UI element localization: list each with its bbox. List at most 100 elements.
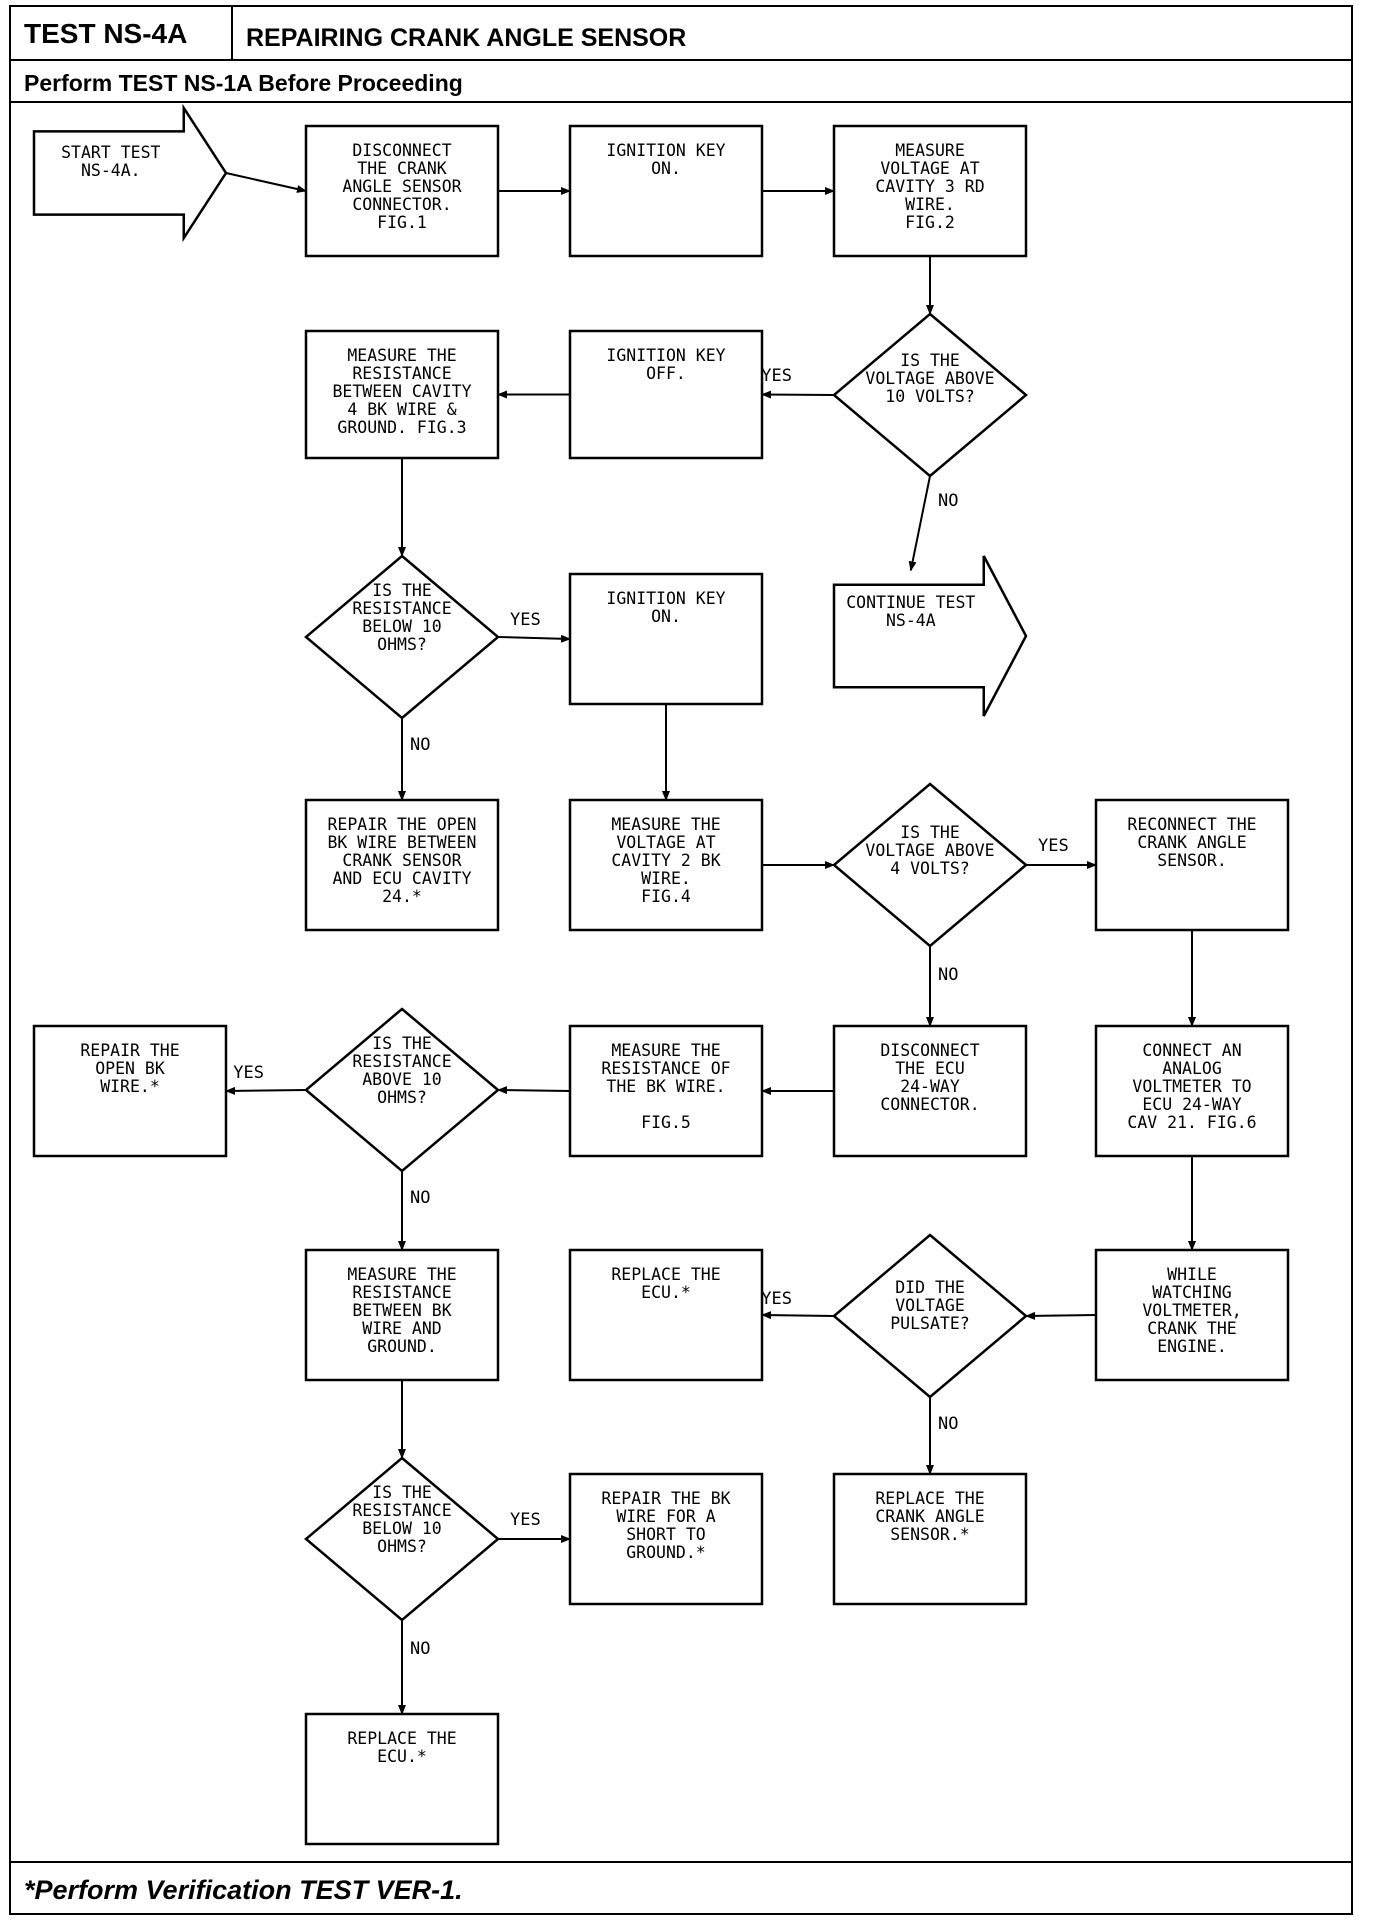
node-text-line: REPLACE THE — [347, 1729, 456, 1748]
process-box — [304, 329, 500, 460]
node-text-line: NS-4A. — [81, 161, 141, 180]
edge-res-above-10-to-measure-res-ground: NO — [398, 1171, 430, 1251]
node-text-line: IS THE — [900, 823, 960, 842]
node-text-line: REPLACE THE — [875, 1489, 984, 1508]
node-text-line: VOLTAGE — [895, 1296, 965, 1315]
node-text-line: 24.* — [382, 887, 422, 906]
node-text-line: CONTINUE TEST — [846, 593, 975, 612]
page-subtitle: Perform TEST NS-1A Before Proceeding — [24, 70, 463, 96]
node-text-line: WIRE. — [641, 869, 691, 888]
node-text-line: WATCHING — [1152, 1283, 1231, 1302]
edge-volt-above-10-to-continue: NO — [908, 475, 958, 572]
edge-label-no: NO — [938, 965, 958, 985]
test-id: TEST NS-4A — [24, 18, 188, 49]
process-box — [568, 1248, 764, 1382]
decision-diamond — [832, 1233, 1028, 1399]
node-text-line: DID THE — [895, 1278, 965, 1297]
node-text-line: GROUND. FIG.3 — [337, 418, 466, 437]
edge-res-below-10-a-to-key-on-2: YES — [497, 610, 571, 643]
node-text-line: SENSOR.* — [890, 1525, 969, 1544]
node-text-line: REPLACE THE — [611, 1265, 720, 1284]
node-text-line: CONNECTOR. — [880, 1095, 979, 1114]
edge-label-yes: YES — [510, 610, 541, 630]
node-text-line: OHMS? — [377, 1537, 427, 1556]
edge-label-no: NO — [410, 735, 430, 755]
node-text-line: 24-WAY — [900, 1077, 960, 1096]
process-box — [568, 798, 764, 932]
node-text-line: ECU.* — [377, 1747, 427, 1766]
node-text-line: OHMS? — [377, 635, 427, 654]
node-text-line: SENSOR. — [1157, 851, 1227, 870]
node-text-line: RESISTANCE — [352, 1052, 451, 1071]
node-text-line: MEASURE — [895, 141, 965, 160]
node-text-line: VOLTMETER TO — [1132, 1077, 1251, 1096]
edge-volt-pulsate-to-replace-sensor: NO — [926, 1397, 958, 1475]
edge-res-above-10-to-repair-open-bk: YES — [225, 1063, 307, 1095]
node-text-line: VOLTMETER, — [1142, 1301, 1241, 1320]
process-box — [832, 124, 1028, 258]
node-text-line: CAVITY 2 BK — [611, 851, 720, 870]
node-text-line: OHMS? — [377, 1088, 427, 1107]
node-text-line: BELOW 10 — [362, 617, 441, 636]
edge-line — [497, 634, 571, 643]
node-text-line: WHILE — [1167, 1265, 1217, 1284]
node-text-line: ANALOG — [1162, 1059, 1222, 1078]
node-text-line: FIG.5 — [641, 1113, 691, 1132]
node-text-line: RESISTANCE — [352, 1501, 451, 1520]
edge-volt-pulsate-to-replace-ecu-1: YES — [761, 1289, 835, 1320]
node-text-line: IGNITION KEY — [606, 141, 725, 160]
node-text-line: VOLTAGE AT — [616, 833, 715, 852]
edge-line — [497, 1086, 571, 1095]
node-text-line: 4 VOLTS? — [890, 859, 969, 878]
node-text-line: ECU 24-WAY — [1142, 1095, 1241, 1114]
node-text-line: THE CRANK — [357, 159, 446, 178]
edge-label-no: NO — [410, 1188, 430, 1208]
node-text-line: SHORT TO — [626, 1525, 705, 1544]
node-text-line: RESISTANCE OF — [601, 1059, 730, 1078]
process-box — [304, 124, 500, 258]
edge-label-yes: YES — [233, 1063, 264, 1083]
process-box — [304, 798, 500, 932]
node-text-line: WIRE AND — [362, 1319, 441, 1338]
node-text-line: REPAIR THE OPEN — [327, 815, 476, 834]
process-box — [304, 1248, 500, 1382]
edge-line — [908, 475, 931, 572]
node-text-line: BETWEEN BK — [352, 1301, 451, 1320]
process-box — [568, 572, 764, 706]
process-box — [1094, 1248, 1290, 1382]
edge-line — [225, 1086, 307, 1095]
node-text-line: MEASURE THE — [611, 1041, 720, 1060]
decision-diamond — [304, 1007, 500, 1173]
node-text-line: IS THE — [372, 581, 432, 600]
node-text-line: VOLTAGE ABOVE — [865, 841, 994, 860]
process-box — [832, 1472, 1028, 1606]
frame — [9, 5, 1353, 1915]
node-text-line: FIG.2 — [905, 213, 955, 232]
edge-label-yes: YES — [761, 366, 792, 386]
node-text-line: CONNECTOR. — [352, 195, 451, 214]
edge-volt-above-4-to-reconnect: YES — [1026, 836, 1097, 869]
node-text-line: CRANK ANGLE — [875, 1507, 984, 1526]
node-text-line: THE BK WIRE. — [606, 1077, 725, 1096]
page-title: REPAIRING CRANK ANGLE SENSOR — [246, 24, 687, 52]
node-text-line: RECONNECT THE — [1127, 815, 1256, 834]
edge-label-yes: YES — [1038, 836, 1069, 856]
